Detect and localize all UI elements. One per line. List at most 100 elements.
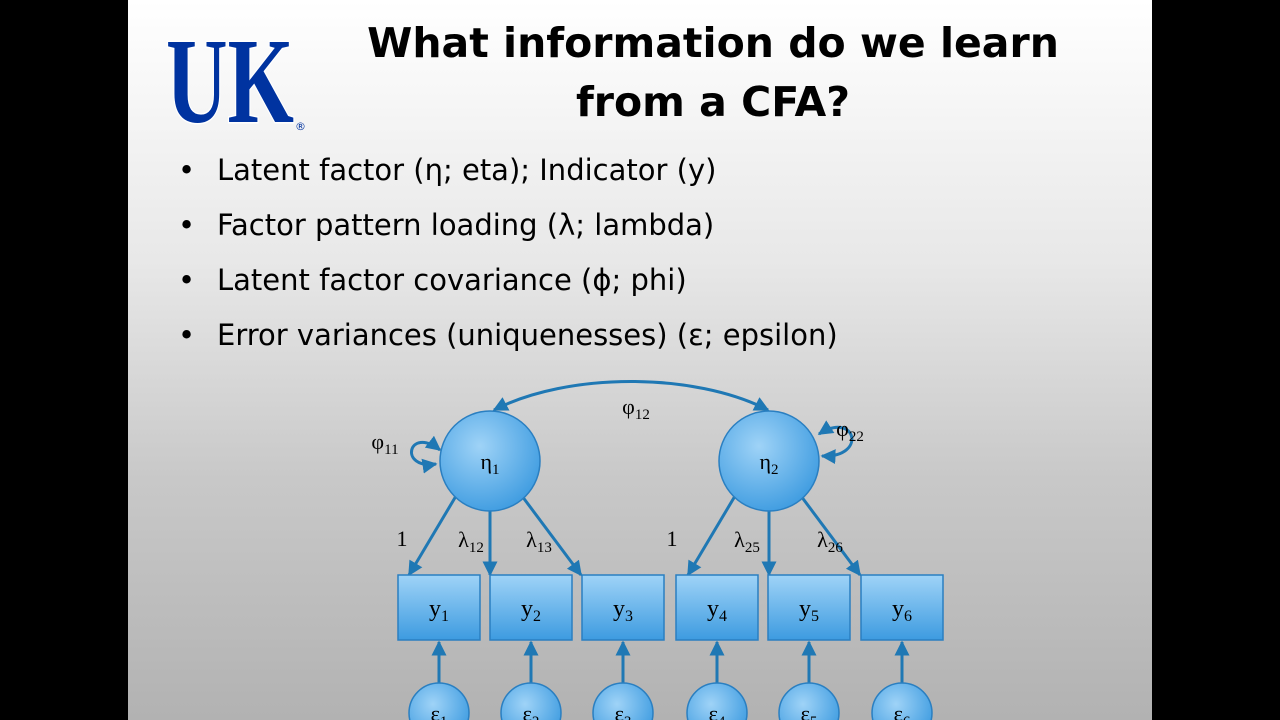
factor-variance-loop — [817, 420, 854, 465]
indicator-label-base: y — [613, 596, 625, 622]
loading-label-base: 1 — [667, 526, 678, 551]
error-label-subscript: 2 — [532, 714, 540, 720]
indicator-label-subscript: 4 — [719, 608, 727, 625]
loading-label-base: 1 — [397, 526, 408, 551]
indicator-label-subscript: 3 — [625, 608, 633, 625]
slide-title-line-2: from a CFA? — [575, 78, 851, 126]
error-label: ε3 — [615, 701, 632, 720]
uk-logo-letters: UK — [166, 24, 294, 134]
indicator-label: y6 — [892, 596, 912, 625]
indicator-label-subscript: 1 — [441, 608, 449, 625]
error-label-subscript: 5 — [810, 714, 818, 720]
loading-label-subscript: 13 — [537, 540, 552, 556]
error-label: ε1 — [431, 701, 448, 720]
bullet-text: Latent factor covariance (ϕ; phi) — [217, 263, 687, 297]
bullet-text: Factor pattern loading (λ; lambda) — [217, 208, 715, 242]
factor-variance-label: φ22 — [836, 416, 864, 445]
indicator-label-base: y — [521, 596, 533, 622]
indicator-node — [767, 574, 851, 641]
factor-variance-label-base: φ — [371, 429, 384, 454]
loading-arrow — [520, 495, 583, 577]
error-label-base: ε — [431, 701, 440, 720]
covariance-arrow — [492, 380, 770, 412]
indicator-node — [581, 574, 665, 641]
indicator-node — [489, 574, 573, 641]
error-label-base: ε — [709, 701, 718, 720]
error-label-subscript: 3 — [624, 714, 632, 720]
error-label-subscript: 6 — [903, 714, 911, 720]
bullet-dot: • — [178, 208, 196, 242]
factor-variance-label-base: φ — [836, 416, 849, 441]
indicator-label-subscript: 5 — [811, 608, 819, 625]
loading-label: λ12 — [458, 527, 484, 556]
indicator-label: y3 — [613, 596, 633, 625]
slide: UK ® What information do we learn from a… — [128, 0, 1152, 720]
loading-label-base: λ — [526, 527, 537, 552]
latent-factor-label: η2 — [759, 449, 778, 478]
latent-factor-label-subscript: 1 — [492, 462, 500, 478]
slide-title-line-1: What information do we learn — [367, 19, 1059, 67]
factor-variance-label: φ11 — [371, 429, 398, 458]
indicator-label-base: y — [892, 596, 904, 622]
bullet-item: •Latent factor covariance (ϕ; phi) — [174, 258, 838, 313]
error-label-base: ε — [523, 701, 532, 720]
loading-label: λ26 — [817, 527, 843, 556]
loading-label: λ25 — [734, 527, 760, 556]
latent-factor-node — [718, 410, 820, 512]
indicator-label-subscript: 6 — [904, 608, 912, 625]
error-label: ε2 — [523, 701, 540, 720]
bullet-text: Error variances (uniquenesses) (ε; epsil… — [217, 318, 838, 352]
loading-label: 1 — [397, 526, 408, 551]
bullet-item: • Factor pattern loading (λ; lambda) — [174, 203, 838, 258]
loading-arrow — [686, 495, 737, 577]
error-node — [778, 682, 840, 720]
loading-label-base: λ — [734, 527, 745, 552]
bullet-item: • Error variances (uniquenesses) (ε; epsi… — [174, 313, 838, 368]
error-label-base: ε — [894, 701, 903, 720]
covariance-label-base: φ — [622, 394, 635, 419]
bullet-dot: • — [178, 153, 196, 187]
indicator-node — [675, 574, 759, 641]
bullet-list: • Latent factor (η; eta); Indicator (y) •… — [174, 148, 838, 368]
bullet-text: Latent factor (η; eta); Indicator (y) — [217, 153, 717, 187]
indicator-label-base: y — [799, 596, 811, 622]
indicator-label: y4 — [707, 596, 727, 625]
latent-factor-label-base: η — [480, 449, 492, 474]
loading-arrow — [407, 495, 458, 577]
indicator-label-base: y — [707, 596, 719, 622]
loading-label-base: λ — [817, 527, 828, 552]
latent-factor-label-subscript: 2 — [771, 462, 779, 478]
indicator-label-subscript: 2 — [533, 608, 541, 625]
uk-logo: UK ® — [165, 24, 307, 134]
loading-arrow — [799, 495, 862, 577]
error-label: ε6 — [894, 701, 911, 720]
indicator-label-base: y — [429, 596, 441, 622]
error-node — [592, 682, 654, 720]
error-node — [500, 682, 562, 720]
loading-label: 1 — [667, 526, 678, 551]
error-label-base: ε — [801, 701, 810, 720]
loading-label-subscript: 25 — [745, 540, 760, 556]
loading-label-subscript: 26 — [828, 540, 844, 556]
error-node — [686, 682, 748, 720]
error-node — [871, 682, 933, 720]
error-label-subscript: 4 — [718, 714, 726, 720]
factor-variance-label-subscript: 22 — [849, 429, 864, 445]
indicator-label: y2 — [521, 596, 541, 625]
indicator-node — [397, 574, 481, 641]
bullet-dot: • — [178, 318, 196, 352]
error-label-subscript: 1 — [440, 714, 448, 720]
loading-label-subscript: 12 — [469, 540, 484, 556]
latent-factor-label: η1 — [480, 449, 499, 478]
indicator-node — [860, 574, 944, 641]
error-node — [408, 682, 470, 720]
error-label-base: ε — [615, 701, 624, 720]
indicator-label: y5 — [799, 596, 819, 625]
uk-logo-registered-mark: ® — [295, 120, 306, 133]
indicator-label: y1 — [429, 596, 449, 625]
error-label: ε5 — [801, 701, 818, 720]
latent-factor-node — [439, 410, 541, 512]
latent-factor-label-base: η — [759, 449, 771, 474]
loading-label-base: λ — [458, 527, 469, 552]
